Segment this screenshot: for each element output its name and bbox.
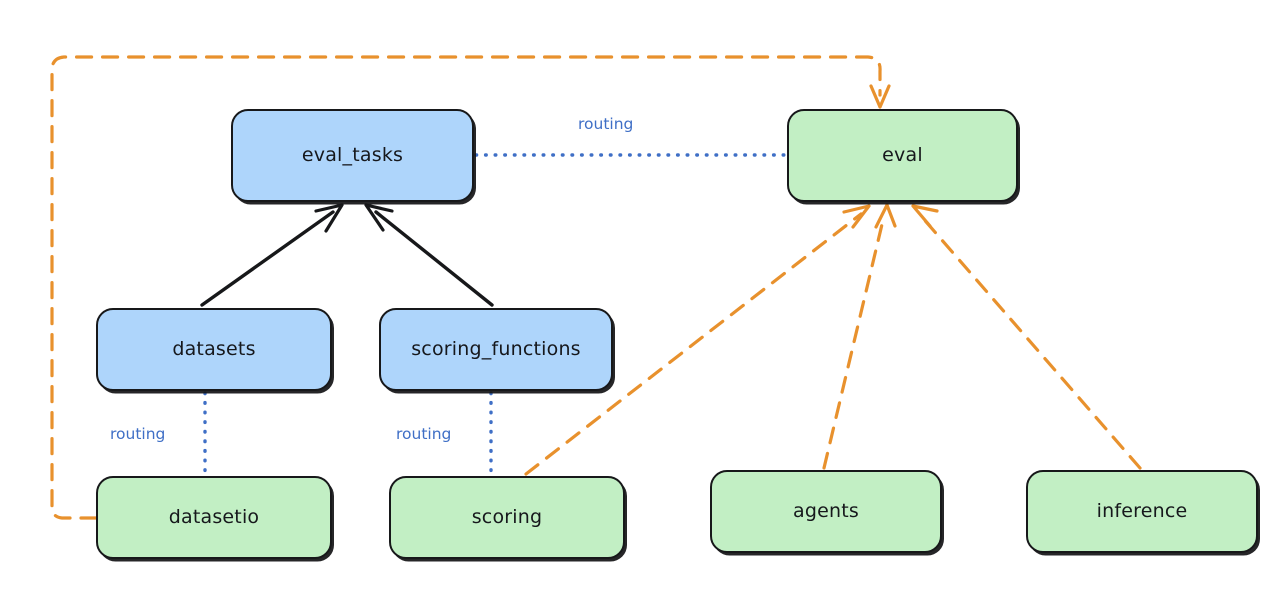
node-datasets[interactable]: datasets xyxy=(96,308,332,391)
edge-scoringfn-to-eval_tasks xyxy=(364,203,494,307)
node-label: scoring xyxy=(471,506,543,529)
edge-label-routing-datasetio: routing xyxy=(110,425,166,443)
edge-datasets-to-eval_tasks xyxy=(200,203,344,307)
node-label: inference xyxy=(1096,500,1188,523)
edge-agents-to-eval xyxy=(822,203,897,470)
node-datasetio[interactable]: datasetio xyxy=(96,476,332,559)
node-label: datasets xyxy=(172,338,256,361)
node-label: eval_tasks xyxy=(301,144,404,167)
node-eval-tasks[interactable]: eval_tasks xyxy=(231,109,474,202)
node-label: datasetio xyxy=(168,506,260,529)
node-scoring-functions[interactable]: scoring_functions xyxy=(379,308,613,391)
edge-label-routing-eval: routing xyxy=(578,115,634,133)
node-eval[interactable]: eval xyxy=(787,109,1018,202)
node-label: agents xyxy=(793,500,859,523)
node-agents[interactable]: agents xyxy=(710,470,942,553)
node-label: scoring_functions xyxy=(411,338,581,361)
edge-label-routing-scoring: routing xyxy=(396,425,452,443)
node-label: eval xyxy=(882,144,923,167)
node-inference[interactable]: inference xyxy=(1026,470,1258,553)
edge-inference-to-eval xyxy=(911,204,1142,470)
node-scoring[interactable]: scoring xyxy=(389,476,625,559)
